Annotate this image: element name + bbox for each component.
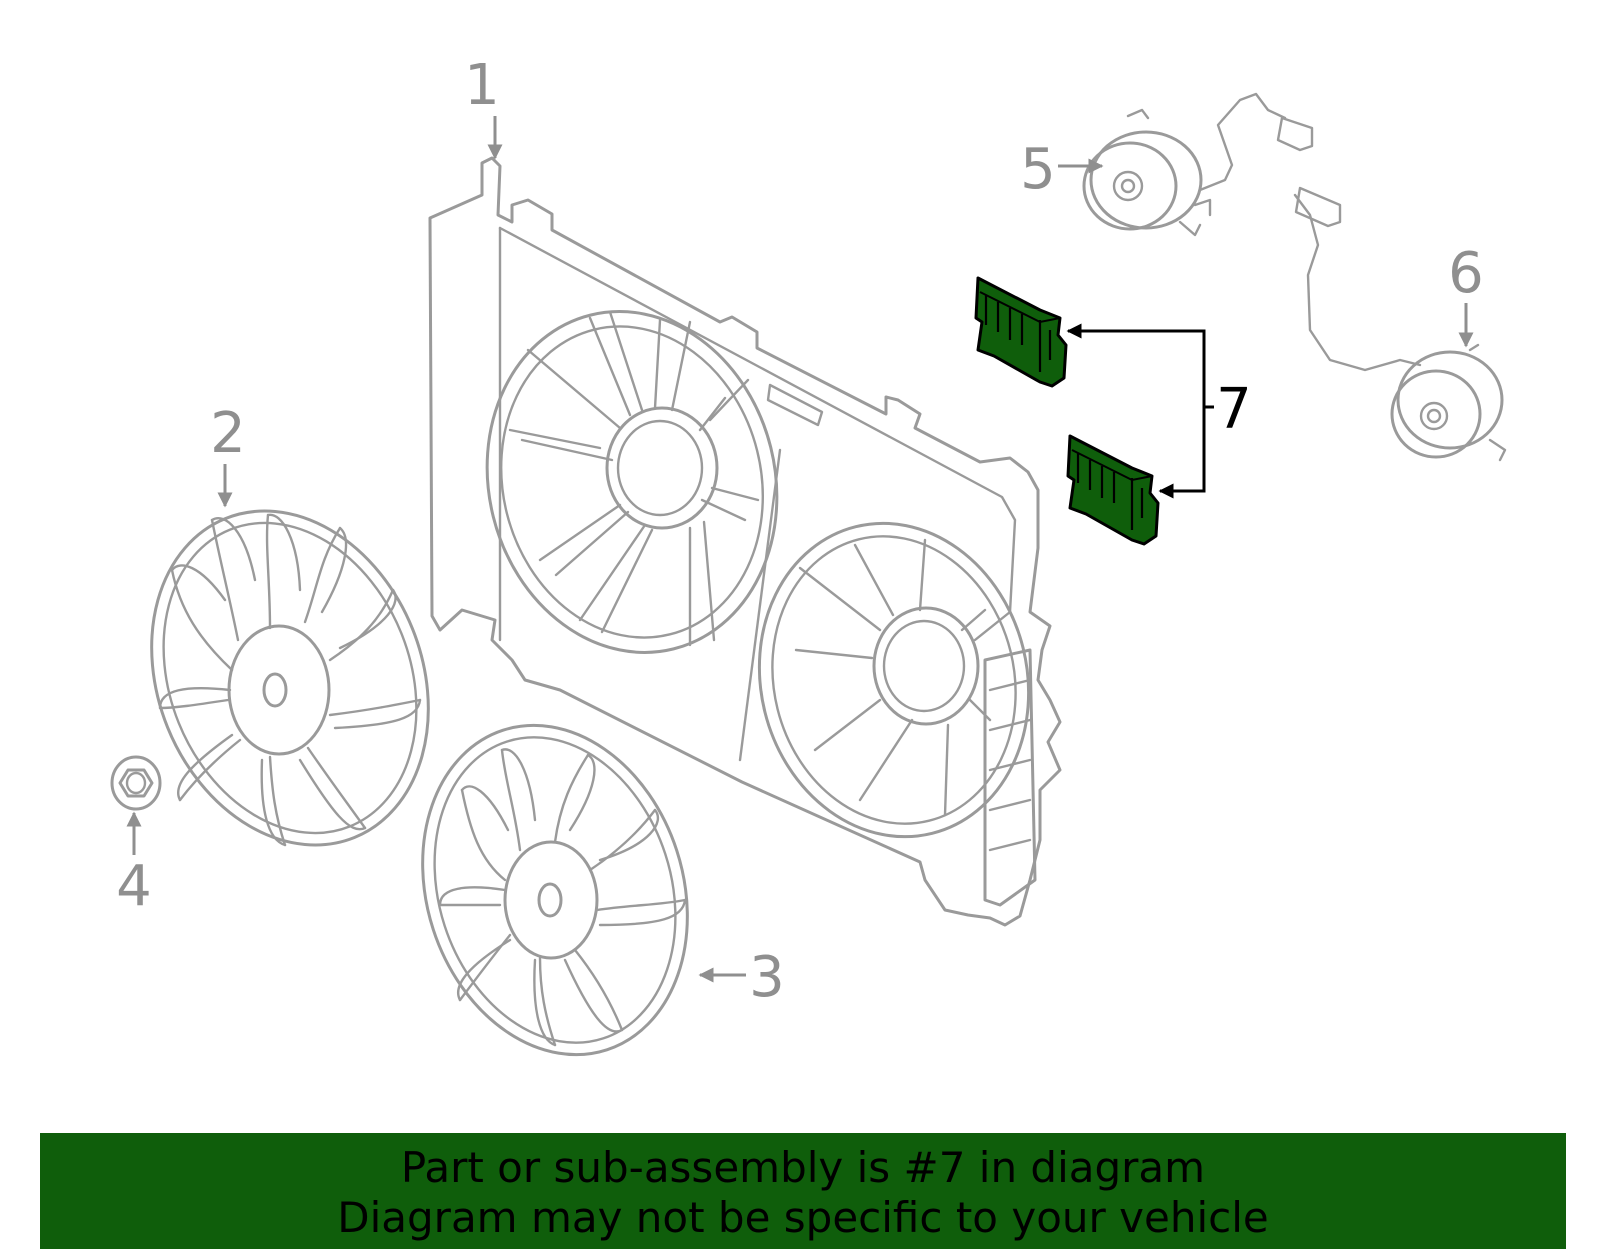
fan-shroud-part [428,156,1062,927]
callout-2: 2 [210,401,246,466]
callout-5: 5 [1020,137,1056,202]
callout-3: 3 [749,945,785,1010]
banner-line-part-number: Part or sub-assembly is #7 in diagram [400,1143,1206,1192]
nut-part [110,755,162,811]
fan-blade-right-part [421,723,689,1057]
fan-control-module-lower [1066,434,1160,546]
callout-1: 1 [464,53,500,118]
leader-7-upper [1066,323,1206,405]
fan-control-module-upper [974,276,1068,388]
fan-blade-left-part [150,509,430,847]
callout-7: 7 [1216,377,1252,442]
callout-4: 4 [116,854,152,919]
fan-motor-upper-part [1082,92,1314,237]
info-banner: Part or sub-assembly is #7 in diagram Di… [40,1133,1566,1249]
banner-line-disclaimer: Diagram may not be specific to your vehi… [337,1193,1269,1242]
fan-motor-lower-part [1293,186,1507,462]
callout-6: 6 [1448,241,1484,306]
leader-7-lower [1158,405,1206,499]
